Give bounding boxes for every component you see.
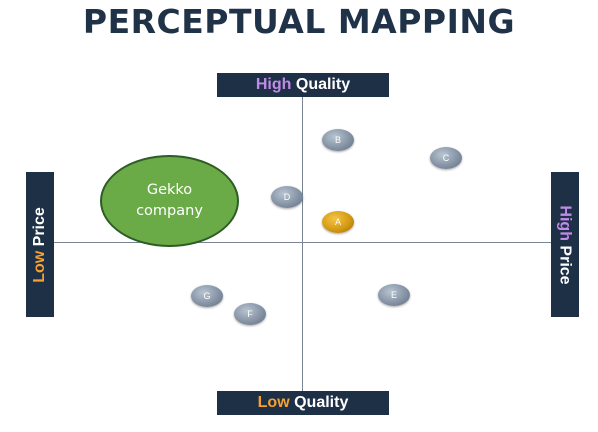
high-price-rest: Price bbox=[557, 240, 575, 285]
point-f: F bbox=[234, 303, 266, 325]
horizontal-axis bbox=[54, 242, 552, 243]
low-quality-label: Low Quality bbox=[217, 391, 389, 415]
point-b: B bbox=[322, 129, 354, 151]
vertical-axis bbox=[302, 97, 303, 392]
high-price-label: High Price bbox=[551, 172, 579, 317]
point-g: G bbox=[191, 285, 223, 307]
high-price-accent: High bbox=[557, 204, 575, 241]
point-a: A bbox=[322, 211, 354, 233]
high-price-text: High Price bbox=[556, 205, 574, 284]
high-quality-accent: High bbox=[255, 76, 292, 93]
low-quality-rest: Quality bbox=[289, 394, 349, 411]
point-c: C bbox=[430, 147, 462, 169]
high-quality-label: High Quality bbox=[217, 73, 389, 97]
low-price-rest: Price bbox=[31, 206, 48, 251]
low-price-text: Low Price bbox=[31, 207, 49, 283]
gekko-company-bubble: Gekko company bbox=[100, 155, 239, 247]
gekko-line2: company bbox=[136, 203, 203, 219]
high-quality-rest: Quality bbox=[291, 76, 351, 93]
low-price-label: Low Price bbox=[26, 172, 54, 317]
low-quality-accent: Low bbox=[257, 394, 290, 411]
gekko-line1: Gekko bbox=[146, 182, 193, 198]
page-title: PERCEPTUAL MAPPING bbox=[82, 2, 516, 41]
low-price-accent: Low bbox=[31, 250, 48, 283]
point-e: E bbox=[378, 284, 410, 306]
point-d: D bbox=[271, 186, 303, 208]
